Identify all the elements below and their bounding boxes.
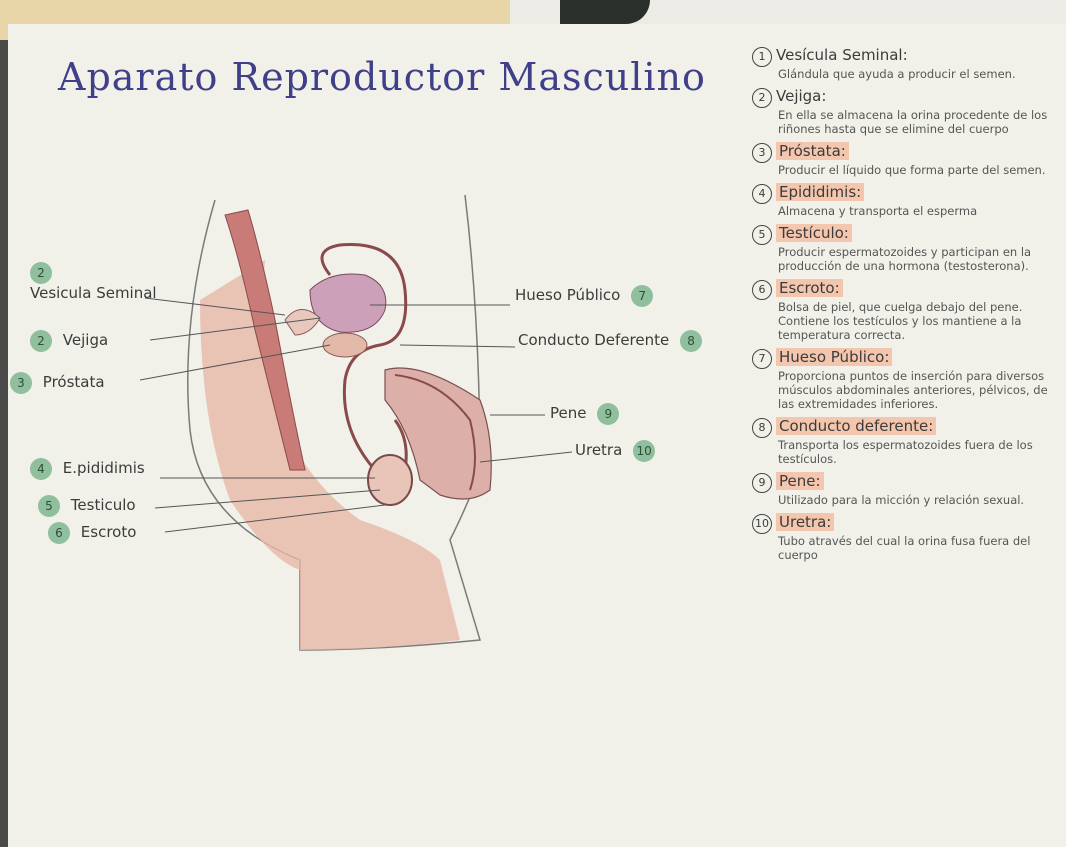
note-body: Producir espermatozoides y participan en… (778, 245, 1062, 273)
note-heading: Testículo: (776, 224, 852, 242)
bladder-shape (310, 274, 386, 332)
label-pene: Pene 9 (550, 403, 619, 425)
label-number-badge: 6 (48, 522, 70, 544)
note-heading: Próstata: (776, 142, 849, 160)
label-number-badge: 9 (597, 403, 619, 425)
label-number-badge: 10 (633, 440, 655, 462)
label-text: Vejiga (63, 331, 108, 349)
leader-uretra (480, 452, 572, 462)
note-number: 8 (752, 418, 772, 438)
note-number: 10 (752, 514, 772, 534)
label-text: Próstata (43, 373, 105, 391)
label-text: Pene (550, 404, 586, 422)
note-heading: Uretra: (776, 513, 834, 531)
label-number-badge: 2 (30, 262, 52, 284)
label-hueso-publico: Hueso Público 7 (515, 285, 653, 307)
note-number: 3 (752, 143, 772, 163)
note-body: Almacena y transporta el esperma (778, 204, 1062, 218)
label-escroto: 6 Escroto (48, 522, 136, 544)
testicle-shape (368, 455, 412, 505)
note-heading: Conducto deferente: (776, 417, 936, 435)
label-text: Hueso Público (515, 286, 620, 304)
leader-conducto (400, 345, 515, 347)
note-number: 4 (752, 184, 772, 204)
label-text: Uretra (575, 441, 622, 459)
note-number: 9 (752, 473, 772, 493)
label-text: Conducto Deferente (518, 331, 669, 349)
label-conducto-deferente: Conducto Deferente 8 (518, 330, 702, 352)
label-number-badge: 5 (38, 495, 60, 517)
label-text: Vesicula Seminal (30, 284, 157, 302)
label-text: Escroto (81, 523, 137, 541)
note-body: Glándula que ayuda a producir el semen. (778, 67, 1062, 81)
label-number-badge: 8 (680, 330, 702, 352)
label-number-badge: 7 (631, 285, 653, 307)
label-number-badge: 3 (10, 372, 32, 394)
label-epididimis: 4 E.pididimis (30, 458, 145, 480)
note-body: Utilizado para la micción y relación sex… (778, 493, 1062, 507)
note-body: Transporta los espermatozoides fuera de … (778, 438, 1062, 466)
note-number: 1 (752, 47, 772, 67)
label-number-badge: 4 (30, 458, 52, 480)
note-heading: Vejiga: (776, 87, 826, 105)
label-vejiga: 2 Vejiga (30, 330, 108, 352)
note-heading: Pene: (776, 472, 824, 490)
label-uretra: Uretra 10 (575, 440, 655, 462)
note-heading: Escroto: (776, 279, 843, 297)
note-body: Proporciona puntos de inserción para div… (778, 369, 1062, 411)
note-heading: Vesícula Seminal: (776, 46, 908, 64)
note-number: 2 (752, 88, 772, 108)
note-body: En ella se almacena la orina procedente … (778, 108, 1062, 136)
note-heading: Epididimis: (776, 183, 864, 201)
note-number: 5 (752, 225, 772, 245)
note-number: 7 (752, 349, 772, 369)
label-vesicula-seminal: 2 Vesicula Seminal (30, 262, 157, 302)
label-number-badge: 2 (30, 330, 52, 352)
note-number: 6 (752, 280, 772, 300)
label-testiculo: 5 Testiculo (38, 495, 136, 517)
note-heading: Hueso Público: (776, 348, 892, 366)
note-body: Producir el líquido que forma parte del … (778, 163, 1062, 177)
note-body: Tubo através del cual la orina fusa fuer… (778, 534, 1062, 562)
label-prostata: 3 Próstata (10, 372, 105, 394)
label-text: E.pididimis (63, 459, 145, 477)
label-text: Testiculo (71, 496, 136, 514)
note-body: Bolsa de piel, que cuelga debajo del pen… (778, 300, 1062, 342)
